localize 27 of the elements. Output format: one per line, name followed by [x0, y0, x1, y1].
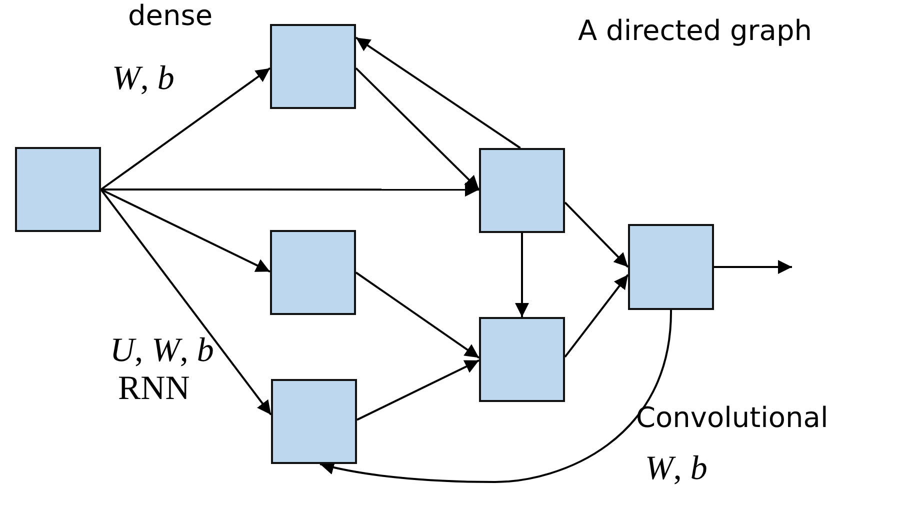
arrow	[100, 67, 271, 190]
layer-box	[628, 224, 714, 310]
layer-label: RNN	[118, 372, 190, 406]
arrow	[564, 202, 629, 268]
layer-box	[479, 148, 565, 233]
layer-label: U, W, b	[110, 334, 214, 368]
arrow	[714, 260, 792, 274]
arrow	[515, 233, 529, 317]
layer-label: W, b	[112, 62, 174, 96]
layer-label: dense	[128, 2, 213, 30]
layer-box	[270, 230, 356, 315]
arrow	[564, 274, 629, 358]
curved-arrow	[320, 310, 672, 483]
layer-box	[479, 317, 565, 402]
layer-box	[271, 379, 357, 464]
arrow	[356, 359, 480, 421]
arrow	[355, 272, 480, 359]
arrow	[100, 188, 272, 416]
layer-box	[270, 24, 356, 109]
layer-box	[15, 147, 101, 232]
layer-label: W, b	[645, 452, 708, 486]
layer-label: Convolutional	[636, 404, 828, 432]
diagram-title: A directed graph	[578, 14, 812, 47]
arrow	[101, 182, 479, 197]
arrow	[355, 36, 521, 149]
arrow	[100, 188, 270, 273]
arrow	[355, 67, 480, 190]
